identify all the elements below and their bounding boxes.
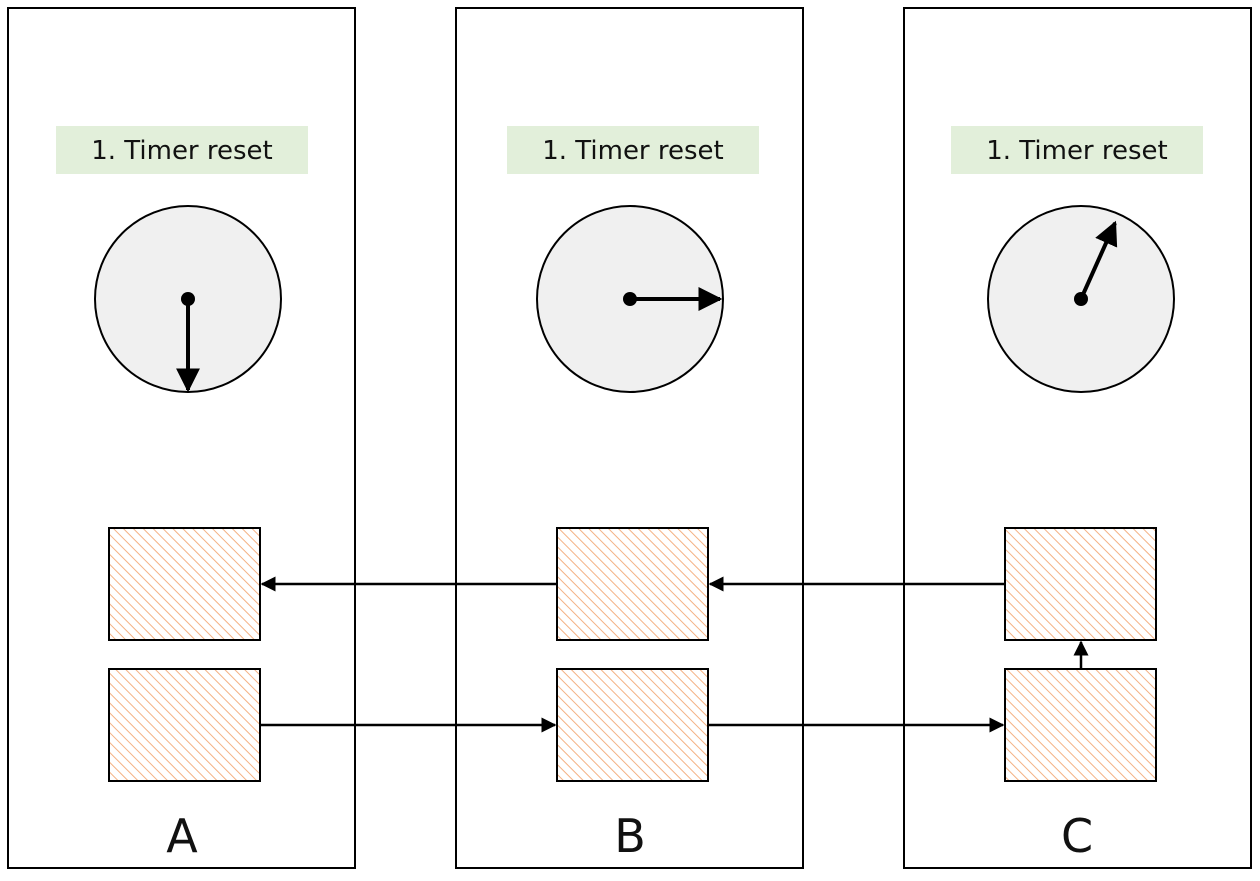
panel-b-name: B [614,809,646,863]
panel-a-banner [56,126,308,174]
panel-c-clock-pivot [1074,292,1088,306]
panel-a-upper-block [108,527,261,641]
panel-c: 1. Timer reset C [903,7,1252,869]
panel-b-upper-block [556,527,709,641]
panel-c-upper-block [1004,527,1157,641]
panel-b-banner [507,126,759,174]
panel-a-banner-label: 1. Timer reset [91,136,273,166]
panel-c-name: C [1061,809,1093,863]
panel-a-lower-block [108,668,261,782]
panel-c-clock-icon [987,205,1175,393]
connector-arrows [260,576,1089,733]
panel-b-clock-icon [536,205,724,393]
panel-a-clock-icon [94,205,282,393]
panel-b: 1. Timer reset B [455,7,804,869]
panel-a: 1. Timer reset A [7,7,356,869]
panel-a-clock-pivot [181,292,195,306]
panel-c-clock-hand [1079,220,1118,300]
panel-c-banner-label: 1. Timer reset [986,136,1168,166]
panel-b-clock-pivot [623,292,637,306]
panel-b-banner-label: 1. Timer reset [542,136,724,166]
panel-c-banner [951,126,1203,174]
panel-c-lower-block [1004,668,1157,782]
panel-a-name: A [166,809,198,863]
panel-b-lower-block [556,668,709,782]
